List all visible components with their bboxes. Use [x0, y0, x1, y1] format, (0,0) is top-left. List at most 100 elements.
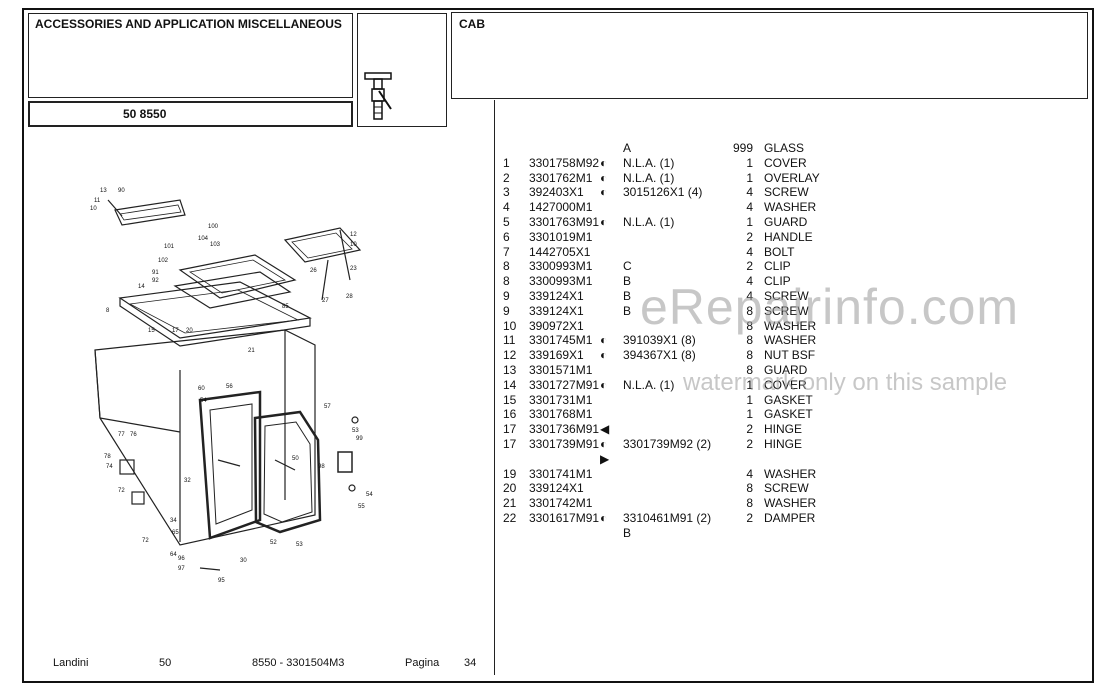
diagram-callout: 103: [210, 242, 221, 248]
column-divider: [494, 100, 495, 675]
part-quantity: 4: [746, 274, 753, 289]
roof-hatch-detail: [114, 199, 186, 226]
part-annotation: B: [623, 303, 632, 318]
part-description: COVER: [764, 377, 807, 392]
part-quantity: 8: [746, 348, 753, 363]
part-number: 1442705X1: [529, 244, 591, 259]
part-annotation: 3301739M92 (2): [623, 436, 712, 451]
diagram-callout: 8: [106, 308, 110, 314]
part-marker-icon: ◐: [600, 170, 608, 185]
diagram-callout: 20: [186, 328, 193, 334]
part-index: 17: [503, 422, 517, 437]
footer-reference: 8550 - 3301504M3: [252, 657, 345, 669]
part-number: 3301742M1: [529, 496, 593, 511]
diagram-callout: 34: [170, 518, 177, 524]
diagram-callout: 57: [324, 404, 331, 410]
watermark: eRepairinfo.com: [640, 279, 1020, 335]
part-quantity: 2: [746, 422, 753, 437]
diagram-callout: 32: [184, 478, 191, 484]
part-number: 3301731M1: [529, 392, 593, 407]
diagram-callout: 23: [350, 266, 357, 272]
part-quantity: 2: [746, 510, 753, 525]
part-number: 3301739M91: [529, 436, 600, 451]
part-marker-icon: ◀: [600, 422, 610, 437]
part-annotation: B: [623, 274, 632, 289]
group-title: CAB: [459, 17, 485, 31]
part-description: SCREW: [764, 185, 809, 200]
part-quantity: 4: [746, 200, 753, 215]
part-quantity: 8: [746, 303, 753, 318]
part-description: COVER: [764, 155, 807, 170]
part-index: 13: [503, 362, 517, 377]
part-index: 16: [503, 407, 517, 422]
part-index: 20: [503, 481, 517, 496]
diagram-callout: 11: [94, 198, 101, 204]
part-annotation: N.L.A. (1): [623, 377, 675, 392]
part-index: 9: [503, 303, 510, 318]
part-quantity: 1: [746, 377, 753, 392]
part-index: 10: [503, 318, 517, 333]
part-annotation: N.L.A. (1): [623, 155, 675, 170]
part-number: 1427000M1: [529, 200, 593, 215]
diagram-callout: 21: [248, 348, 255, 354]
part-index: 8: [503, 259, 510, 274]
part-quantity: 8: [746, 481, 753, 496]
part-index: 4: [503, 200, 510, 215]
diagram-callout: 104: [198, 236, 209, 242]
part-index: 21: [503, 496, 517, 511]
part-description: WASHER: [764, 466, 817, 481]
part-annotation: 3310461M91 (2): [623, 510, 712, 525]
part-description: GLASS: [764, 141, 805, 155]
part-index: 17: [503, 436, 517, 451]
diagram-callout: 54: [366, 492, 373, 498]
diagram-callout: 96: [178, 556, 185, 562]
diagram-callout: 52: [270, 540, 277, 546]
diagram-callout: 55: [358, 504, 365, 510]
diagram-callout: 26: [310, 268, 317, 274]
part-annotation: N.L.A. (1): [623, 170, 675, 185]
part-description: SCREW: [764, 303, 809, 318]
part-index: 12: [503, 348, 517, 363]
page-frame: [22, 8, 1094, 683]
part-marker-icon: ◐: [600, 348, 608, 363]
diagram-callout: 76: [130, 432, 137, 438]
part-description: CLIP: [764, 274, 791, 289]
part-description: NUT BSF: [764, 348, 816, 363]
diagram-callout: 64: [170, 552, 177, 558]
footer-series: 50: [159, 657, 172, 669]
model-code-box: [28, 101, 353, 127]
section-title-box: [28, 13, 353, 98]
part-number: 3301571M1: [529, 362, 593, 377]
part-description: CLIP: [764, 259, 791, 274]
part-marker-icon: ◐: [600, 333, 608, 348]
lubricator-icon: [364, 72, 392, 120]
part-index: 1: [503, 155, 510, 170]
part-number: 3301727M91: [529, 377, 600, 392]
part-number: 339124X1: [529, 481, 584, 496]
diagram-callout: 97: [178, 566, 185, 572]
diagram-callout: 10: [350, 242, 357, 248]
part-quantity: 2: [746, 436, 753, 451]
diagram-callout: 28: [346, 294, 353, 300]
part-quantity: 1: [746, 392, 753, 407]
diagram-callout: 60: [198, 386, 205, 392]
part-number: 3301736M91: [529, 422, 600, 437]
part-number: 3301762M1: [529, 170, 593, 185]
part-index: 3: [503, 185, 510, 200]
diagram-callout: 98: [318, 464, 325, 470]
part-index: 22: [503, 510, 517, 525]
part-description: WASHER: [764, 333, 817, 348]
footer-page-number: 34: [464, 657, 477, 669]
left-door: [198, 390, 262, 540]
model-code: 50 8550: [123, 107, 167, 121]
part-description: HANDLE: [764, 229, 813, 244]
diagram-callout: 14: [138, 284, 145, 290]
diagram-callout: 90: [118, 188, 125, 194]
part-quantity: 999: [732, 141, 753, 155]
part-annotation: B: [623, 288, 632, 303]
part-number: 3301019M1: [529, 229, 593, 244]
part-marker-icon: ◐: [600, 436, 608, 451]
diagram-callout: 72: [118, 488, 125, 494]
part-description: WASHER: [764, 496, 817, 511]
part-marker-icon: ◐: [600, 214, 608, 229]
